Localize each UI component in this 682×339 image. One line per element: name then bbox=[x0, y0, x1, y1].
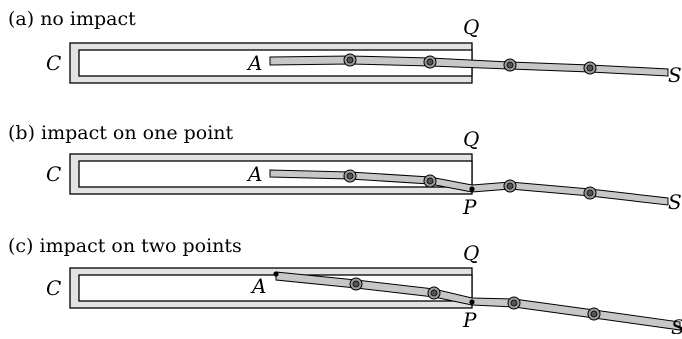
panel-c-label-Q: Q bbox=[463, 241, 479, 265]
panel-b-label-S: S bbox=[668, 190, 682, 214]
panel-c-joint-4 bbox=[587, 307, 601, 321]
panel-b-joint-4 bbox=[583, 186, 597, 200]
panel-a-label-S: S bbox=[668, 63, 682, 87]
panel-b-label-P: P bbox=[462, 195, 477, 219]
panel-b-joint-2 bbox=[423, 174, 437, 188]
panel-b-joint-3 bbox=[503, 179, 517, 193]
panel-c-rod bbox=[275, 271, 681, 331]
panel-c-impact-point-P bbox=[469, 299, 475, 305]
panel-a-label-A: A bbox=[246, 51, 262, 75]
panel-b-label-Q: Q bbox=[463, 127, 479, 151]
panel-c-joint-3 bbox=[507, 296, 521, 310]
panel-a-joint-1 bbox=[343, 53, 357, 67]
panel-a-caption: (a) no impact bbox=[8, 8, 136, 30]
panel-a: (a) no impact C Q A S bbox=[8, 8, 682, 87]
panel-a-label-Q: Q bbox=[463, 15, 479, 39]
panel-a-joint-3 bbox=[503, 58, 517, 72]
panel-c-caption: (c) impact on two points bbox=[8, 235, 242, 257]
panel-b-impact-point-P bbox=[469, 186, 475, 192]
panel-c-label-C: C bbox=[46, 276, 61, 300]
panel-c-label-A: A bbox=[250, 274, 266, 298]
panel-b-label-C: C bbox=[46, 162, 61, 186]
panel-b-joint-1 bbox=[343, 169, 357, 183]
panel-a-joint-2 bbox=[423, 55, 437, 69]
panel-a-label-C: C bbox=[46, 51, 61, 75]
panel-b-caption: (b) impact on one point bbox=[8, 122, 234, 144]
panel-c-joint-1 bbox=[349, 277, 363, 291]
panel-b-label-A: A bbox=[246, 162, 262, 186]
panel-a-joint-4 bbox=[583, 61, 597, 75]
panel-c-label-S: S bbox=[671, 315, 682, 334]
panel-c-impact-point-A bbox=[273, 271, 279, 277]
panel-c-joint-2 bbox=[427, 286, 441, 300]
panel-c: (c) impact on two points C Q A P S bbox=[8, 235, 682, 339]
panel-b: (b) impact on one point C Q A P S bbox=[8, 122, 682, 219]
panel-c-label-P: P bbox=[462, 308, 477, 332]
panel-b-rod bbox=[269, 169, 669, 206]
